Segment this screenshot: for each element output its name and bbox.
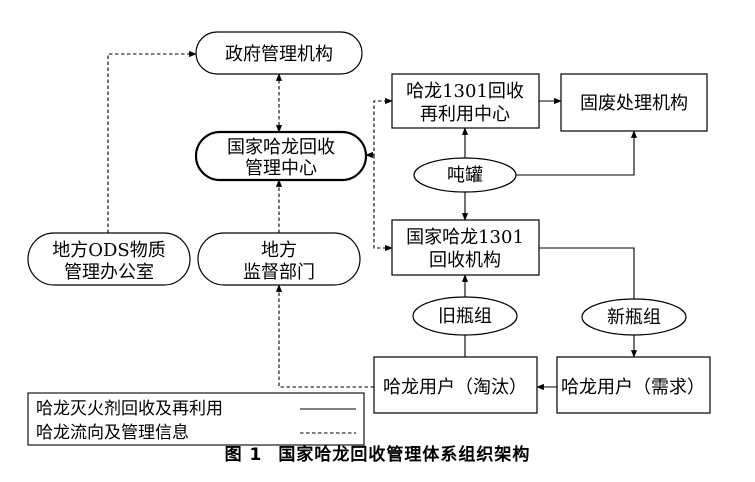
node-national-center-label-2: 管理中心: [245, 158, 317, 179]
node-user-eliminated: 哈龙用户（淘汰）: [373, 356, 538, 414]
node-gov-agency: 政府管理机构: [195, 31, 363, 75]
node-tank-label: 吨罐: [447, 165, 483, 186]
node-tank: 吨罐: [413, 157, 517, 193]
edge-ods-to-gov: [107, 50, 197, 233]
node-new-bottles-label: 新瓶组: [607, 307, 661, 328]
node-user-demand-label: 哈龙用户（需求）: [561, 377, 705, 398]
node-solid-waste: 固废处理机构: [560, 73, 708, 132]
edge-elim-to-supervision: [275, 284, 374, 388]
figure-number: 图 1: [224, 445, 263, 465]
edge-natrec-to-demand: [539, 247, 634, 357]
node-old-bottles: 旧瓶组: [412, 296, 518, 336]
node-local-ods-office-label-1: 地方ODS物质: [52, 240, 166, 261]
node-reuse-center-label-2: 再利用中心: [420, 104, 510, 125]
edge-center-reuse: [365, 97, 393, 159]
node-local-supervision: 地方 监督部门: [197, 232, 361, 286]
node-national-center: 国家哈龙回收 管理中心: [194, 130, 368, 182]
node-local-supervision-label-1: 地方: [261, 240, 297, 261]
node-local-ods-office: 地方ODS物质 管理办公室: [27, 232, 191, 286]
node-national-center-label-1: 国家哈龙回收: [227, 137, 335, 158]
node-reuse-center-label-1: 哈龙1301回收: [406, 81, 524, 102]
node-old-bottles-label: 旧瓶组: [438, 306, 492, 327]
node-user-eliminated-label: 哈龙用户（淘汰）: [383, 377, 527, 398]
edge-center-natrec: [373, 155, 393, 252]
node-gov-agency-label: 政府管理机构: [225, 44, 333, 65]
legend: 哈龙灭火剂回收及再利用 哈龙流向及管理信息: [27, 392, 365, 446]
node-local-supervision-label-2: 监督部门: [243, 262, 315, 283]
node-solid-waste-label: 固废处理机构: [580, 93, 688, 114]
figure-title: 国家哈龙回收管理体系组织架构: [278, 445, 531, 465]
legend-solid-label: 哈龙灭火剂回收及再利用: [36, 399, 223, 419]
edge-tank-to-solid: [516, 130, 638, 176]
node-new-bottles: 新瓶组: [581, 298, 687, 336]
node-national-recovery-label-2: 回收机构: [429, 250, 501, 271]
node-local-ods-office-label-2: 管理办公室: [64, 262, 154, 283]
node-user-demand: 哈龙用户（需求）: [556, 356, 711, 414]
node-national-recovery-label-1: 国家哈龙1301: [406, 227, 524, 248]
figure-caption: 图 1 国家哈龙回收管理体系组织架构: [0, 440, 755, 465]
legend-dashed-label: 哈龙流向及管理信息: [36, 423, 189, 443]
node-reuse-center: 哈龙1301回收 再利用中心: [391, 73, 540, 129]
node-national-recovery: 国家哈龙1301 回收机构: [391, 219, 540, 276]
